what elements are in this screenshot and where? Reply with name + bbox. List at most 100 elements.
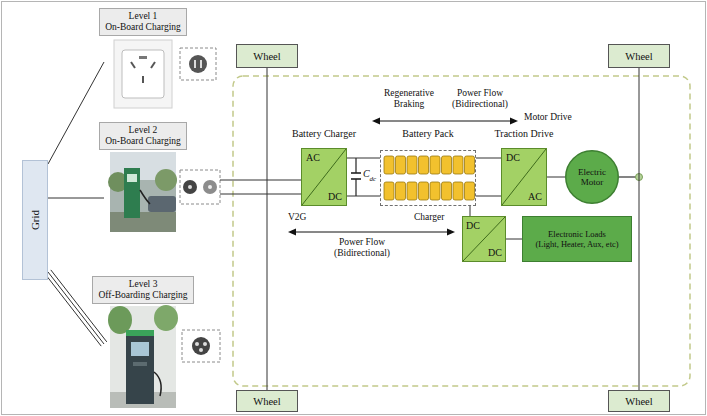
connector-line (347, 158, 380, 196)
plug-icon (189, 55, 207, 73)
wall-outlet-photo (151, 62, 155, 68)
wheel-box: Wheel (236, 44, 298, 68)
flow-label: Regenerative Braking (378, 88, 440, 110)
converter-title: Battery Charger (292, 128, 356, 140)
charging-station-photo (126, 330, 154, 404)
wall-outlet-photo (122, 50, 164, 98)
connector-line (48, 198, 104, 199)
level-label-box: Level 1On-Board Charging (99, 8, 187, 36)
plug-icon (182, 330, 220, 362)
wheel-label: Wheel (253, 396, 280, 407)
plug-icon (208, 185, 212, 189)
charging-post-photo (110, 152, 176, 232)
power-flow-arrow (372, 118, 518, 125)
converter-title: Traction Drive (495, 128, 554, 140)
wall-outlet-photo (139, 56, 147, 59)
battery-cells (465, 156, 475, 174)
plug-icon (203, 342, 207, 346)
charging-post-photo (148, 196, 176, 212)
charging-post-photo (155, 169, 177, 191)
battery-cells (465, 182, 475, 200)
plug-wire (220, 194, 301, 195)
plug-icon (188, 185, 192, 189)
power-converter: Battery ChargerAC DC (288, 128, 360, 208)
battery-box (380, 150, 476, 206)
charging-station-photo (154, 305, 178, 331)
power-converter: Traction DriveDC AC (488, 128, 560, 208)
level-label-box: Level 3Off-Boarding Charging (92, 276, 193, 304)
level-title: Level 3 (98, 279, 187, 290)
flow-label: Power Flow (Bidirectional) (330, 237, 394, 259)
connector-line (267, 68, 268, 390)
motor-circle: Electric Motor (565, 150, 619, 204)
capacitor-symbol (355, 179, 356, 196)
converter-diagonal (302, 149, 346, 205)
connector-line (506, 239, 522, 240)
load-detail: (Light, Heater, Aux, etc) (535, 239, 618, 249)
wheel-box: Wheel (608, 390, 670, 412)
flow-label: Power Flow (Bidirectional) (448, 88, 512, 110)
battery-cells (430, 182, 440, 200)
charging-station-photo (108, 305, 178, 408)
plug-icon (180, 48, 216, 80)
battery-cells (442, 156, 452, 174)
motor-circle-shape (566, 151, 619, 204)
capacitor-subscript: dc (370, 175, 377, 183)
wheel-box: Wheel (236, 390, 298, 412)
plug-icon (182, 330, 220, 362)
power-flow-arrow (288, 229, 296, 236)
power-flow-arrow (378, 121, 512, 122)
converter-input: DC (506, 152, 520, 163)
plug-wire (220, 180, 301, 181)
battery-cells (384, 182, 394, 200)
charging-station-photo (108, 306, 132, 334)
converter-input: AC (306, 152, 320, 163)
power-flow-arrow (447, 229, 455, 236)
flow-label: Motor Drive (524, 112, 572, 123)
wheel-label: Wheel (625, 51, 652, 62)
converter-output: AC (528, 191, 542, 202)
wheel-box: Wheel (608, 44, 670, 68)
grid-label: Grid (29, 210, 41, 230)
level-subtitle: On-Board Charging (105, 22, 181, 33)
charging-post-photo (140, 190, 150, 204)
flow-label: V2G (288, 212, 306, 223)
motor-label: Electric Motor (570, 167, 614, 187)
component-label: Charger (414, 212, 444, 223)
load-title: Electronic Loads (548, 229, 606, 239)
plug-icon (199, 348, 203, 352)
plug-wire (220, 180, 301, 194)
wall-outlet-photo (114, 40, 172, 108)
charging-station-photo (133, 362, 147, 366)
converter-output: DC (488, 247, 502, 258)
battery-pack: Battery Pack (378, 128, 478, 208)
level-subtitle: Off-Boarding Charging (98, 290, 187, 301)
plug-icon (180, 170, 220, 204)
battery-cells (430, 156, 440, 174)
motor-text-wrap: Electric Motor (570, 167, 614, 187)
charging-post-photo (124, 168, 140, 218)
converter-output: DC (328, 191, 342, 202)
wheel-label: Wheel (625, 396, 652, 407)
power-flow-arrow (288, 229, 455, 236)
plug-icon (180, 48, 216, 80)
wall-outlet-photo (142, 76, 144, 83)
battery-cells (384, 156, 394, 174)
charging-post-photo (127, 174, 137, 182)
converter-diagonal (502, 149, 546, 205)
battery-cells (396, 182, 406, 200)
battery-cells (442, 182, 452, 200)
plug-icon (192, 337, 210, 355)
charging-level: Level 3Off-Boarding Charging (104, 276, 182, 410)
charging-post-photo (108, 152, 177, 232)
converter-input: DC (466, 220, 480, 231)
level-subtitle: On-Board Charging (105, 136, 181, 147)
capacitor-symbol (351, 172, 361, 174)
plug-icon (203, 180, 217, 194)
charging-station-photo (131, 342, 149, 356)
level-label-box: Level 2On-Board Charging (99, 122, 187, 150)
